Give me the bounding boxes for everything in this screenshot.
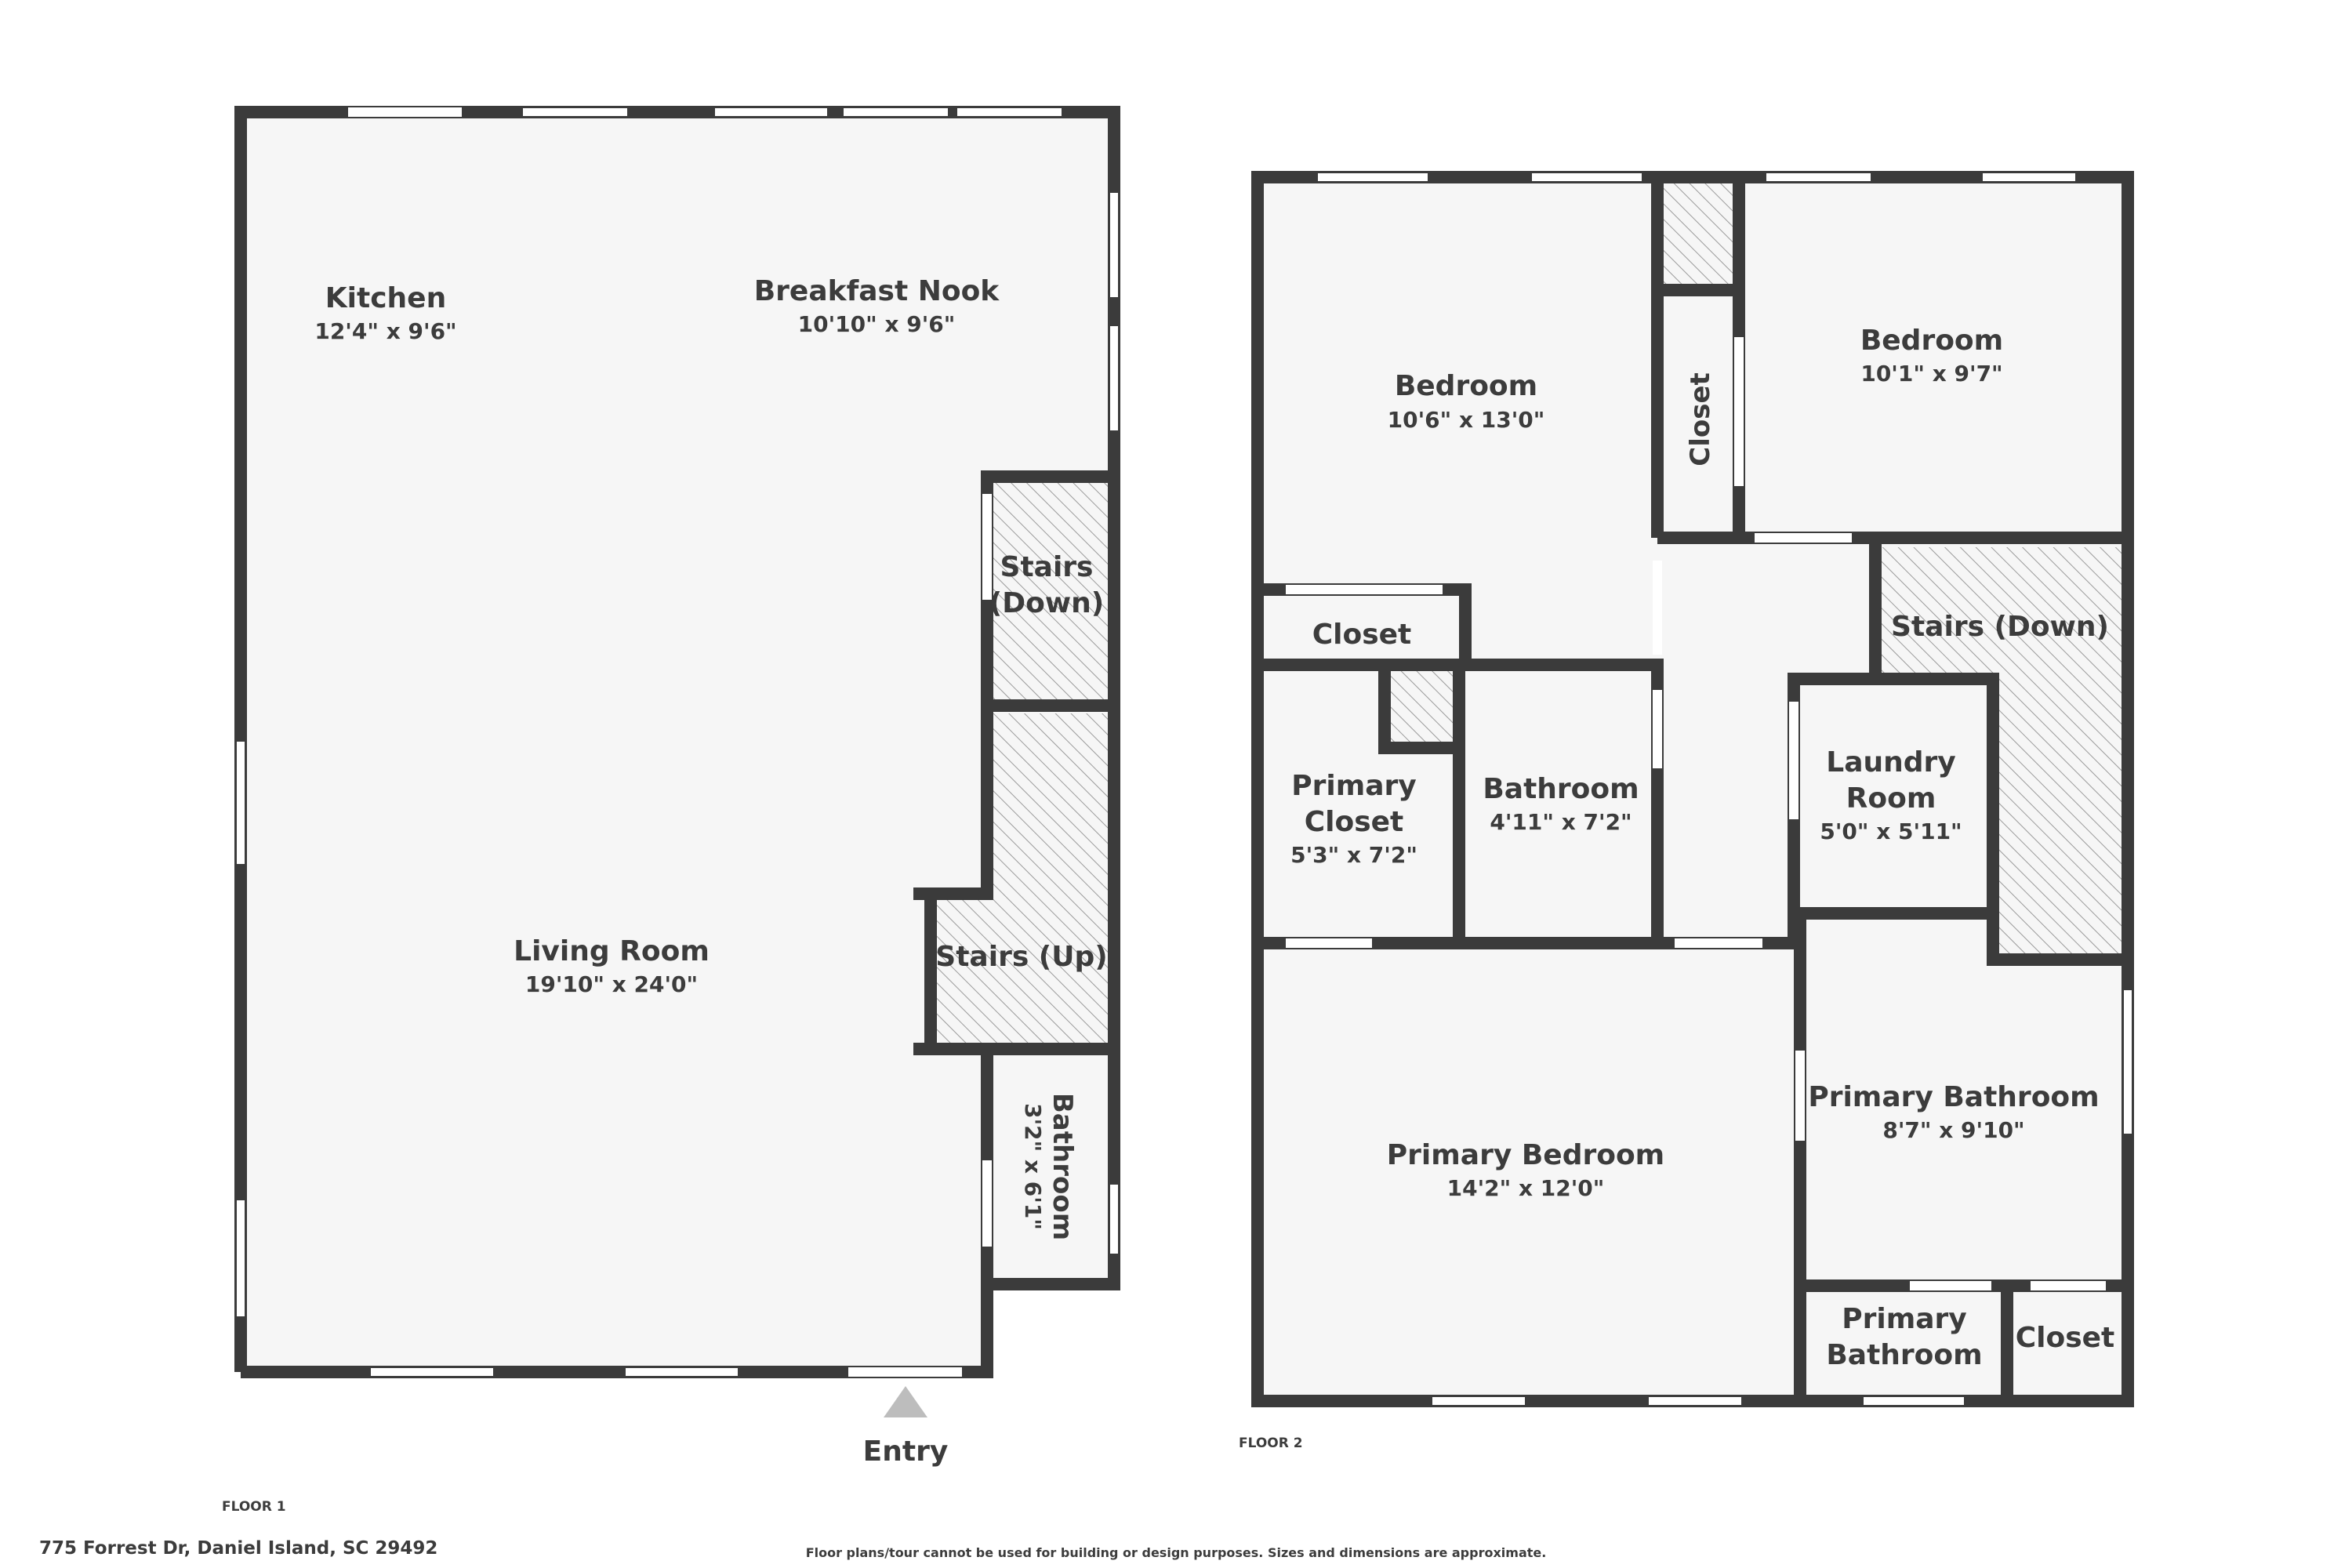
breakfast-nook-dimensions: 10'10" x 9'6" bbox=[798, 311, 956, 337]
laundry-room-dimensions: 5'0" x 5'11" bbox=[1820, 818, 1962, 844]
bedroom-left-name: Bedroom bbox=[1395, 370, 1537, 402]
primary-bedroom-name: Primary Bedroom bbox=[1387, 1139, 1664, 1171]
primary-closet-name-line2: Closet bbox=[1305, 806, 1404, 838]
property-address: 775 Forrest Dr, Daniel Island, SC 29492 bbox=[39, 1538, 437, 1559]
primary-bathroom-dimensions: 8'7" x 9'10" bbox=[1882, 1117, 2024, 1143]
stairs-down-name-line1: Stairs bbox=[1000, 551, 1094, 583]
floor-2-stairs-down-hatch bbox=[1875, 547, 2128, 960]
laundry-room-name-line1: Laundry bbox=[1826, 746, 1955, 779]
breakfast-nook-name: Breakfast Nook bbox=[754, 275, 1000, 307]
closet-left-name: Closet bbox=[1312, 619, 1412, 651]
primary-closet-name-line1: Primary bbox=[1291, 770, 1417, 802]
closet-vertical-name: Closet bbox=[1685, 372, 1716, 466]
entry-label: Entry bbox=[863, 1436, 949, 1468]
bedroom-right-dimensions: 10'1" x 9'7" bbox=[1860, 361, 2002, 387]
floor-1-windows bbox=[235, 107, 1120, 1377]
floor-1-label: FLOOR 1 bbox=[222, 1499, 286, 1515]
floor-1-plan: Kitchen 12'4" x 9'6" Breakfast Nook 10'1… bbox=[222, 106, 1120, 1515]
stairs-up-hatch bbox=[931, 713, 1114, 1043]
kitchen-dimensions: 12'4" x 9'6" bbox=[314, 318, 456, 344]
primary-bathroom-small-name-line2: Bathroom bbox=[1826, 1339, 1982, 1371]
floor-2-bathroom-dimensions: 4'11" x 7'2" bbox=[1490, 809, 1632, 835]
primary-bathroom-name: Primary Bathroom bbox=[1808, 1081, 2099, 1113]
bedroom-left-dimensions: 10'6" x 13'0" bbox=[1388, 407, 1545, 433]
kitchen-name: Kitchen bbox=[325, 282, 446, 314]
floor-2-plan: Bedroom 10'6" x 13'0" Bedroom 10'1" x 9'… bbox=[1239, 171, 2134, 1451]
bedroom-right-name: Bedroom bbox=[1860, 325, 2003, 357]
floor-2-stairs-down-name: Stairs (Down) bbox=[1891, 611, 2109, 643]
floor-2-bathroom-name: Bathroom bbox=[1483, 773, 1639, 805]
floor-1-bathroom-name: Bathroom bbox=[1047, 1093, 1078, 1240]
floor-1-bathroom-label: Bathroom 3'2" x 6'1" bbox=[1020, 1093, 1078, 1240]
stairs-down-hatch bbox=[987, 482, 1114, 706]
primary-closet-dimensions: 5'3" x 7'2" bbox=[1290, 842, 1417, 868]
primary-closet-chute-hatch bbox=[1385, 671, 1459, 748]
living-room-name: Living Room bbox=[514, 935, 710, 967]
closet-vertical-label: Closet bbox=[1685, 372, 1716, 466]
entry-arrow-icon bbox=[884, 1386, 927, 1417]
primary-bathroom-small-name-line1: Primary bbox=[1842, 1303, 1967, 1335]
closet-small-name: Closet bbox=[2016, 1322, 2115, 1354]
floor-1-area bbox=[241, 112, 1114, 1372]
floor-2-label: FLOOR 2 bbox=[1239, 1436, 1303, 1451]
floor-1-door-openings bbox=[982, 494, 992, 1247]
stairs-down-name-line2: (Down) bbox=[989, 587, 1104, 619]
floor-2-area bbox=[1258, 177, 2128, 1401]
disclaimer-text: Floor plans/tour cannot be used for buil… bbox=[806, 1545, 1547, 1560]
laundry-room-name-line2: Room bbox=[1846, 782, 1936, 815]
floor-2-door-openings bbox=[1286, 337, 2106, 1290]
floor-2-windows bbox=[1316, 172, 2133, 1406]
living-room-dimensions: 19'10" x 24'0" bbox=[525, 971, 698, 997]
floor-1-bathroom-dimensions: 3'2" x 6'1" bbox=[1020, 1103, 1046, 1230]
primary-bedroom-dimensions: 14'2" x 12'0" bbox=[1447, 1175, 1605, 1201]
stairs-up-name: Stairs (Up) bbox=[935, 941, 1107, 973]
closet-vertical-chute-hatch bbox=[1664, 177, 1733, 287]
